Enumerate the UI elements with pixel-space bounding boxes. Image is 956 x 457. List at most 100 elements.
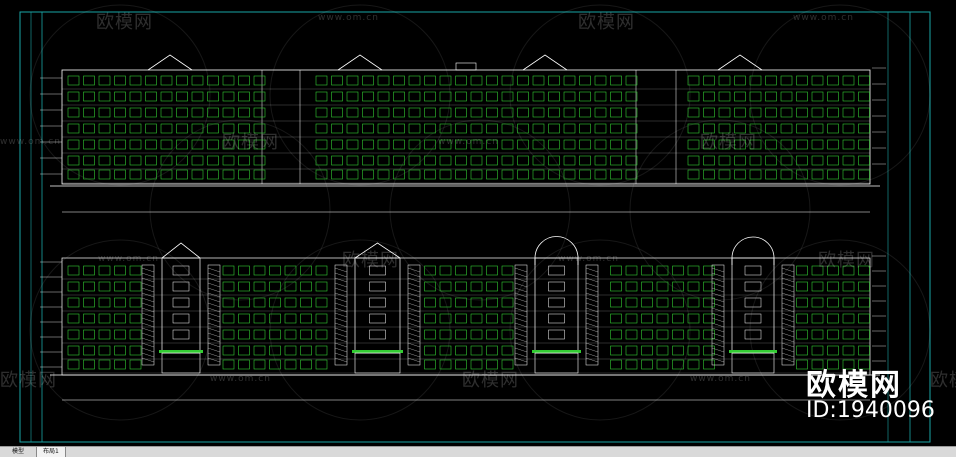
- window: [858, 329, 870, 340]
- window: [424, 265, 436, 276]
- window: [827, 155, 839, 166]
- lattice-stroke: [207, 297, 221, 303]
- window: [145, 169, 157, 180]
- stair-window: [548, 265, 565, 276]
- window: [718, 91, 731, 102]
- window: [811, 123, 824, 134]
- window: [424, 155, 436, 166]
- window: [253, 91, 266, 102]
- tab-layout1[interactable]: 布局1: [36, 447, 66, 457]
- window: [439, 329, 452, 340]
- lattice-stroke: [141, 277, 155, 283]
- window: [315, 281, 328, 292]
- lattice-stroke: [781, 302, 795, 308]
- window: [424, 345, 436, 356]
- window: [191, 91, 204, 102]
- window: [517, 91, 529, 102]
- lattice-stroke: [141, 282, 155, 288]
- window: [207, 123, 219, 134]
- window: [315, 155, 328, 166]
- window: [424, 329, 436, 340]
- window: [424, 281, 436, 292]
- lattice-stroke: [334, 322, 348, 328]
- tab-model[interactable]: 模型: [6, 447, 31, 457]
- lattice-stroke: [141, 327, 155, 333]
- window: [222, 359, 235, 370]
- window: [703, 169, 715, 180]
- window: [486, 75, 498, 86]
- window: [83, 123, 95, 134]
- window: [160, 169, 173, 180]
- lattice-stroke: [514, 282, 528, 288]
- drawing-canvas[interactable]: 欧模网 www.om.cn 欧模网 www.om.cn www.om.cn 欧模…: [0, 0, 956, 446]
- window: [749, 155, 762, 166]
- window: [579, 123, 591, 134]
- window: [269, 281, 281, 292]
- stair-window: [744, 281, 762, 292]
- window: [687, 297, 700, 308]
- window: [377, 75, 390, 86]
- window: [439, 359, 452, 370]
- window: [439, 75, 452, 86]
- window: [842, 169, 855, 180]
- window: [253, 265, 266, 276]
- window: [486, 107, 498, 118]
- lattice-stroke: [514, 322, 528, 328]
- stair-window: [744, 329, 762, 340]
- window: [765, 139, 777, 150]
- window: [83, 75, 95, 86]
- window: [610, 345, 622, 356]
- lattice-stroke: [781, 322, 795, 328]
- window: [718, 169, 731, 180]
- window: [439, 345, 452, 356]
- window: [501, 91, 514, 102]
- tower-arch: [731, 236, 775, 265]
- window: [672, 297, 684, 308]
- lattice-stroke: [781, 287, 795, 293]
- lattice-stroke: [781, 347, 795, 353]
- lattice-stroke: [334, 302, 348, 308]
- window: [470, 123, 483, 134]
- window: [455, 107, 467, 118]
- window: [532, 155, 545, 166]
- lattice-panel: [585, 264, 599, 366]
- lattice-stroke: [514, 327, 528, 333]
- lattice-stroke: [407, 327, 421, 333]
- window: [315, 265, 328, 276]
- window: [238, 329, 250, 340]
- lattice-stroke: [407, 317, 421, 323]
- window: [501, 75, 514, 86]
- window: [594, 139, 607, 150]
- window: [548, 91, 560, 102]
- window: [393, 107, 405, 118]
- window: [827, 281, 839, 292]
- window: [625, 169, 638, 180]
- lattice-stroke: [407, 347, 421, 353]
- lattice-stroke: [711, 287, 725, 293]
- window: [687, 107, 700, 118]
- window: [811, 75, 824, 86]
- window: [858, 345, 870, 356]
- lattice-stroke: [711, 297, 725, 303]
- window: [811, 313, 824, 324]
- gable-roof: [147, 54, 193, 71]
- lattice-stroke: [407, 292, 421, 298]
- window: [284, 265, 297, 276]
- window: [67, 155, 80, 166]
- lattice-stroke: [514, 272, 528, 278]
- lattice-stroke: [334, 347, 348, 353]
- window: [470, 345, 483, 356]
- window: [362, 155, 374, 166]
- gable-roof: [337, 54, 383, 71]
- window: [393, 169, 405, 180]
- lattice-stroke: [207, 357, 221, 363]
- window: [858, 91, 870, 102]
- window: [842, 107, 855, 118]
- entrance: [731, 352, 775, 374]
- window: [625, 313, 638, 324]
- window: [687, 139, 700, 150]
- lattice-stroke: [781, 277, 795, 283]
- window: [827, 329, 839, 340]
- stair-window: [744, 297, 762, 308]
- window: [300, 329, 312, 340]
